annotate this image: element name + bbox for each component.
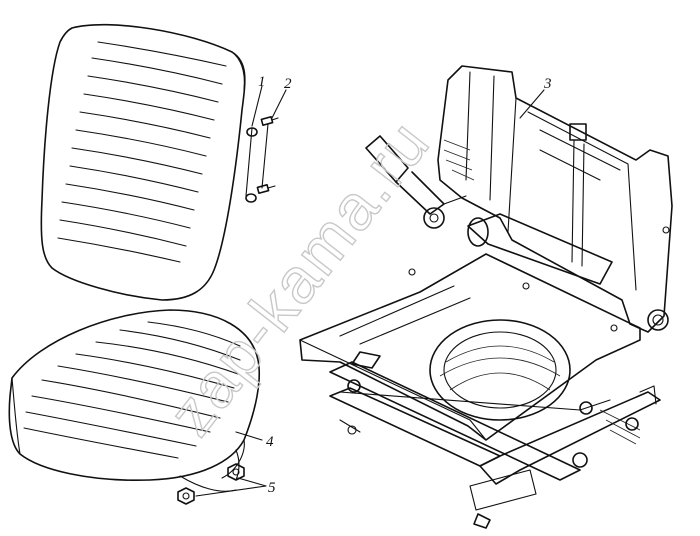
seat-ribs [23,321,241,459]
callout-3: 3 [543,76,552,92]
backrest-ribs [57,41,227,263]
seat-frame-assembly [299,65,673,529]
callout-2: 2 [284,76,292,92]
backrest-cushion [40,23,246,301]
nuts-part-5 [177,463,245,505]
fastener-group [245,116,279,203]
callout-4: 4 [266,434,274,450]
callout-5: 5 [268,480,276,496]
seat-cushion [8,309,261,492]
leader-lines [195,85,545,497]
callout-1: 1 [258,74,266,90]
watermark: zap-kama.ru [154,107,443,449]
